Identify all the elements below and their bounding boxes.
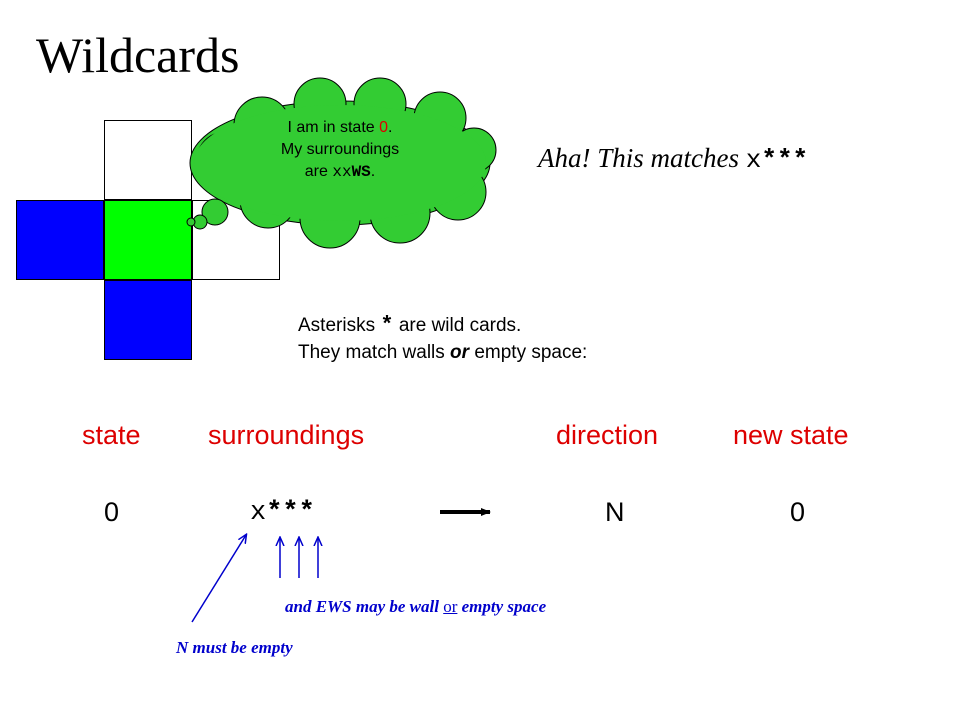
header-state: state (82, 420, 141, 450)
rule-direction: N (605, 497, 625, 527)
rule-state: 0 (104, 497, 120, 527)
note-line-2: They match walls or empty space: (298, 342, 588, 363)
rule-surroundings: x*** (250, 498, 315, 528)
north-cell (104, 120, 192, 200)
thought-line-3: are xxWS. (304, 163, 376, 181)
header-surroundings: surroundings (208, 420, 365, 450)
header-direction: direction (556, 420, 659, 450)
thought-line-1: I am in state 0. (287, 119, 393, 136)
thought-bubble-text: I am in state 0. My surroundings are xxW… (200, 117, 480, 183)
slide-title: Wildcards (36, 27, 240, 83)
thought-line-2: My surroundings (280, 141, 400, 158)
thought-state-value: 0 (379, 119, 389, 136)
rule-new-state: 0 (790, 497, 806, 527)
west-cell (16, 200, 104, 280)
aha-text: Aha! This matches x*** (538, 143, 809, 175)
n-empty-annotation: N must be empty (176, 638, 293, 657)
south-cell (104, 280, 192, 360)
wildcard-note: Asterisks * are wild cards. They match w… (298, 312, 587, 366)
ews-annotation: and EWS may be wall or empty space (285, 597, 547, 616)
current-cell (104, 200, 192, 280)
n-empty-arrow (191, 535, 246, 623)
header-new-state: new state (733, 420, 849, 450)
note-line-1: Asterisks * are wild cards. (298, 313, 522, 338)
